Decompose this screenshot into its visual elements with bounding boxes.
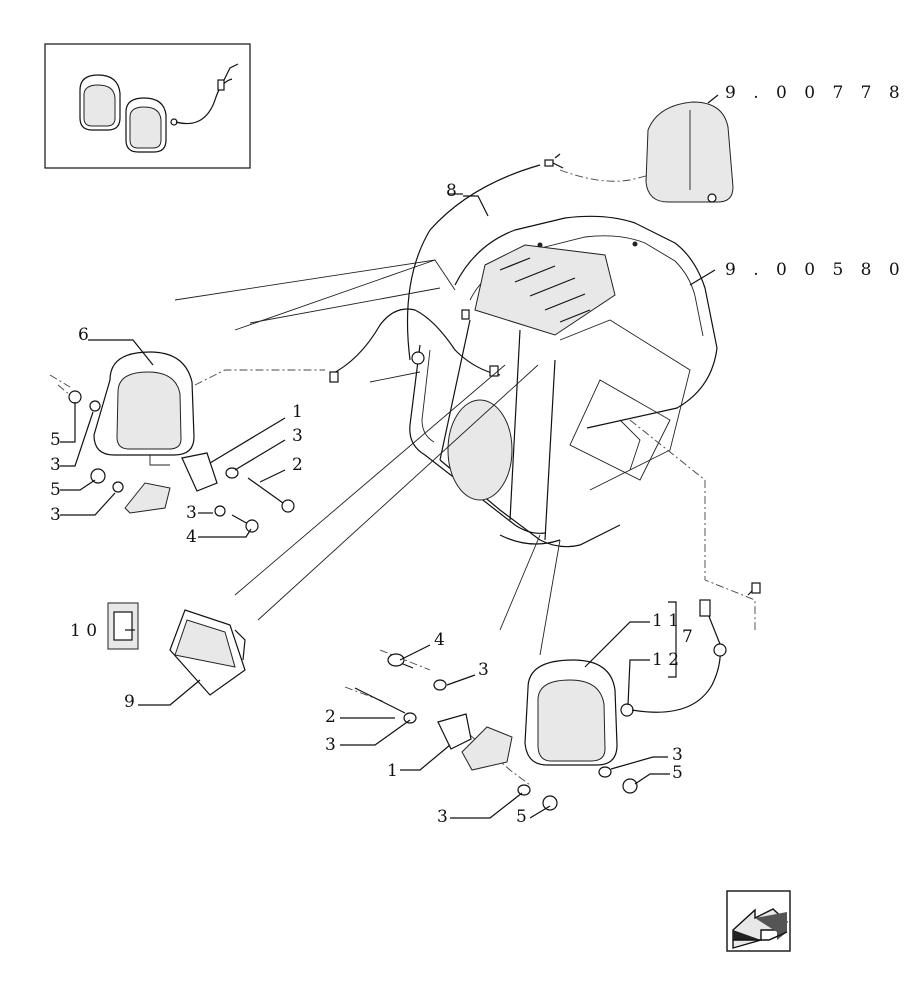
left-fasteners — [68, 390, 295, 533]
callout-1-top: 1 — [292, 402, 303, 422]
right-fasteners — [354, 653, 638, 811]
callout-3-bot2: 3 — [325, 735, 336, 755]
ref-lower: 9 . 0 0 5 8 0 — [725, 260, 904, 280]
callout-6: 6 — [78, 325, 89, 345]
switch-10 — [107, 602, 139, 650]
callout-3-mid: 3 — [186, 503, 197, 523]
callout-4-bot: 4 — [434, 630, 445, 650]
work-lamp-pair-icon — [79, 63, 239, 153]
callout-3-a: 3 — [50, 455, 61, 475]
callout-8: 8 — [446, 181, 457, 201]
callout-3-right: 3 — [672, 745, 683, 765]
cab-frame — [409, 215, 718, 548]
callout-1-bot: 1 — [387, 761, 398, 781]
callouts: 6 5 3 5 3 1 3 2 3 4 8 1 0 9 4 3 2 3 1 3 … — [50, 83, 904, 827]
inset-box — [44, 43, 251, 169]
callout-3-top: 3 — [292, 426, 303, 446]
lamp-6 — [93, 351, 195, 466]
ref-upper: 9 . 0 0 7 7 8 — [725, 83, 904, 103]
callout-7: 7 — [682, 627, 693, 647]
arrow-icon — [732, 908, 789, 949]
lamp-ref-upper — [645, 101, 734, 203]
cab-wiring — [329, 308, 501, 383]
callout-5-a: 5 — [50, 430, 61, 450]
callout-5-right: 5 — [672, 763, 683, 783]
callout-5-b: 5 — [50, 480, 61, 500]
callout-10: 1 0 — [70, 621, 97, 641]
leader-lines — [174, 259, 561, 656]
switch-9 — [169, 609, 246, 696]
callout-4-top: 4 — [186, 527, 197, 547]
nav-arrow[interactable] — [726, 890, 791, 952]
callout-11: 1 1 — [652, 611, 679, 631]
dash-lines — [49, 169, 756, 786]
lamp-11 — [524, 582, 761, 766]
callout-5-bot: 5 — [516, 807, 527, 827]
callout-2-top: 2 — [292, 455, 303, 475]
callout-3-b: 3 — [50, 505, 61, 525]
callout-12: 1 2 — [652, 650, 679, 670]
bracket-7 — [668, 601, 677, 678]
callout-9: 9 — [124, 692, 135, 712]
callout-3-bot1: 3 — [478, 660, 489, 680]
callout-2-bot: 2 — [325, 707, 336, 727]
harness-8 — [406, 153, 564, 365]
callout-leaders — [60, 94, 719, 819]
callout-3-bot3: 3 — [437, 807, 448, 827]
